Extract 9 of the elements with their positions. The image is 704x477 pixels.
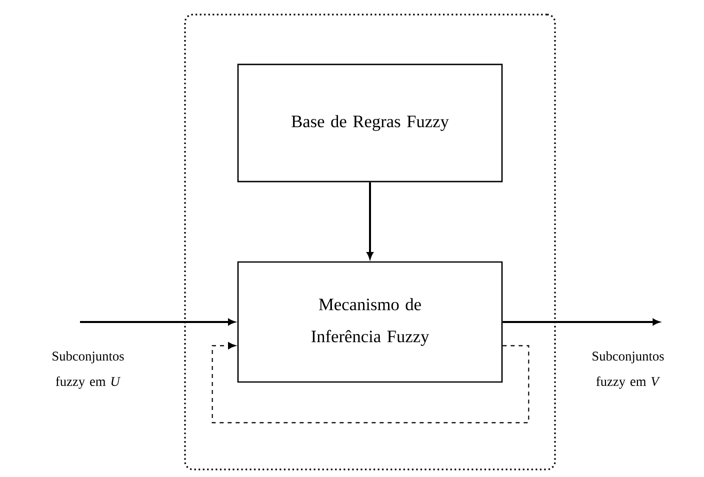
arrow (80, 318, 235, 326)
arrow (366, 182, 374, 259)
side-label: Subconjuntos fuzzy em V (592, 351, 664, 389)
side-label: Subconjuntos fuzzy em U (52, 351, 124, 389)
rule-base-box: Base de Regras Fuzzy (237, 64, 503, 182)
system-boundary (184, 14, 556, 470)
arrow (502, 318, 660, 326)
process-box: Mecanismo de Inferência Fuzzy (237, 261, 503, 383)
arrow (212, 342, 530, 424)
